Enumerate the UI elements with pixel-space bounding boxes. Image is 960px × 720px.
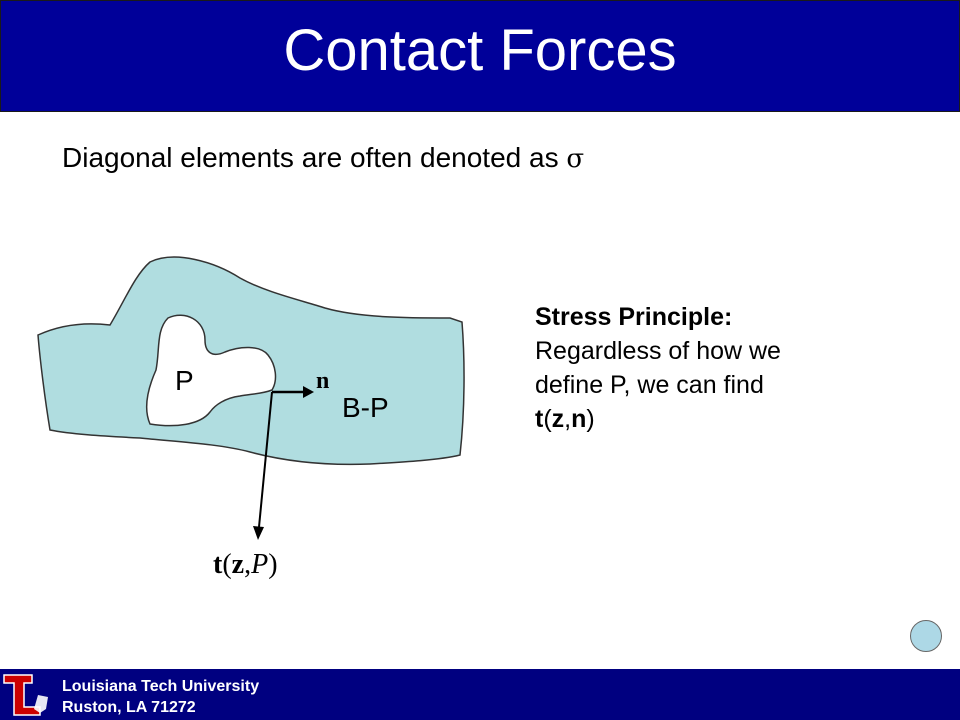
traction-arrow [258, 391, 273, 528]
traction-arrow-head [253, 526, 264, 540]
paren-open: ( [222, 549, 231, 580]
principle-line1: Regardless of how we [535, 337, 781, 365]
comma: , [244, 549, 251, 580]
principle-heading: Stress Principle: [535, 303, 733, 331]
subtitle: Diagonal elements are often denoted as σ [62, 142, 584, 174]
normal-arrow-head [303, 386, 314, 398]
slide-title: Contact Forces [283, 17, 677, 83]
formula-z: z [551, 405, 565, 433]
formula-n: n [571, 405, 587, 433]
label-p: P [175, 365, 194, 396]
university-logo [0, 669, 52, 720]
traction-t: t [213, 549, 223, 580]
footer: Louisiana Tech University Ruston, LA 712… [0, 669, 960, 720]
principle-line2: define P, we can find [535, 371, 764, 399]
principle-formula: t(z,n) [535, 405, 595, 433]
footer-line2: Ruston, LA 71272 [62, 699, 196, 716]
sigma-symbol: σ [566, 144, 585, 174]
label-bp: B-P [342, 392, 389, 423]
traction-p: P [250, 549, 268, 580]
stress-principle: Stress Principle: Regardless of how we d… [535, 300, 865, 436]
nav-circle-button[interactable] [910, 620, 942, 652]
label-n: n [316, 368, 329, 394]
title-bar: Contact Forces [0, 0, 960, 112]
traction-label: t(z,P) [213, 549, 278, 580]
region-p-shape [145, 314, 277, 427]
subtitle-text: Diagonal elements are often denoted as [62, 142, 559, 173]
traction-z: z [232, 549, 244, 580]
paren-close: ) [268, 549, 277, 580]
footer-line1: Louisiana Tech University [62, 678, 260, 695]
formula-t: t [535, 405, 544, 433]
